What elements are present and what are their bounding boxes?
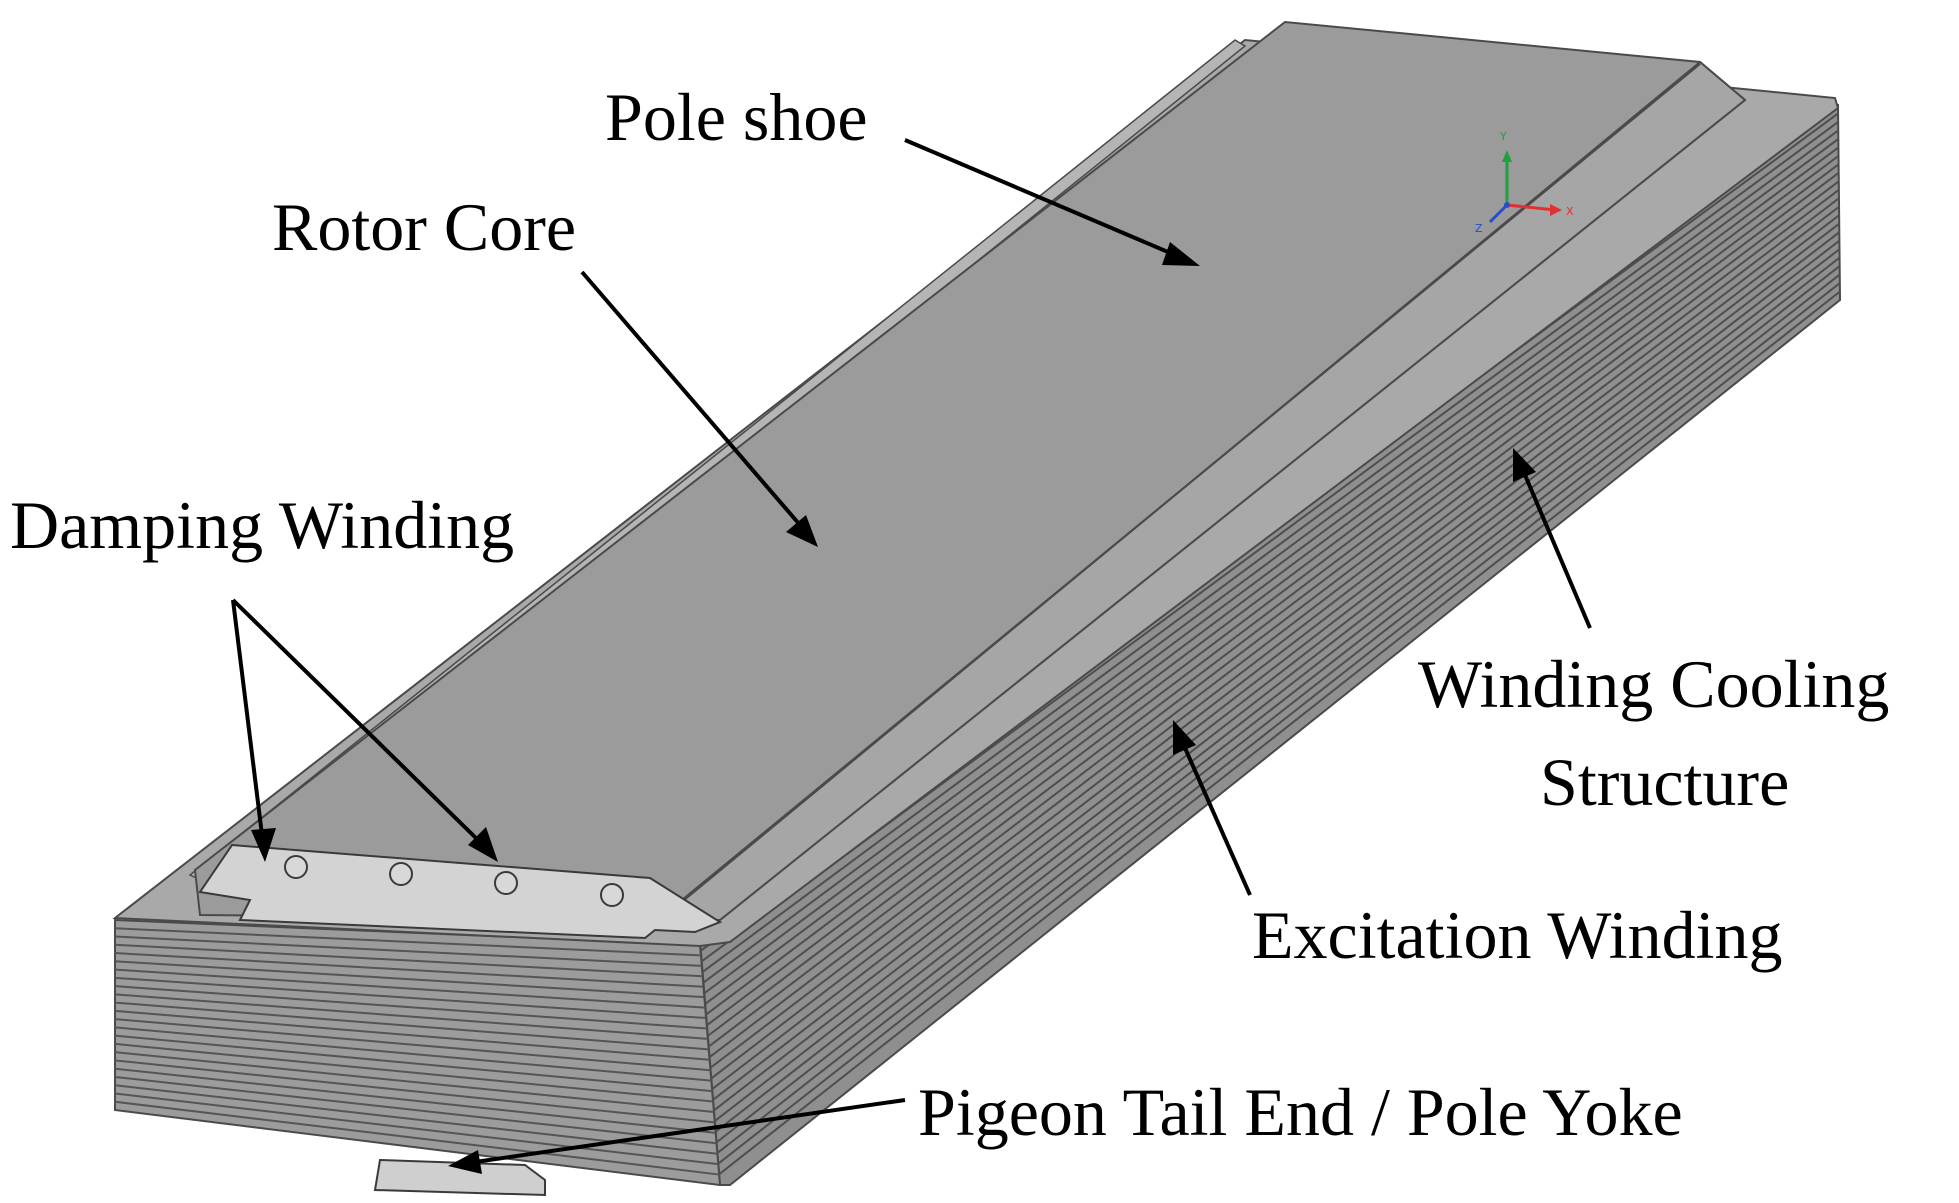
winding-lamination-line [714,248,1841,1122]
damping-bar-hole [494,871,518,895]
arrow-damping-2-head [468,827,498,862]
damping-bar-hole [600,883,624,907]
label-pigeon-tail: Pigeon Tail End / Pole Yoke [918,1074,1683,1150]
winding-lamination-line [702,129,1839,973]
arrow-damping-1 [231,599,264,836]
arrow-pole-shoe-head [1162,242,1200,266]
label-winding-cooling-line1: Winding Cooling [1418,646,1889,722]
winding-lamination-lines-front [114,927,720,1176]
winding-lamination-line [114,943,703,978]
arrow-winding-cooling [1523,474,1592,629]
axis-z-label: Z [1475,222,1483,235]
arrow-pole-shoe [904,138,1176,257]
winding-lamination-line [715,256,1841,1133]
winding-lamination-line [114,1018,711,1072]
callout-labels: Pole shoe Rotor Core Damping Winding Win… [10,79,1889,1150]
winding-lamination-line [711,222,1840,1090]
winding-lamination-line [114,1009,710,1061]
axis-origin [1504,202,1510,208]
axis-triad: Y X Z [1475,130,1574,235]
axis-x-line [1506,203,1556,212]
winding-lamination-line [708,197,1840,1058]
winding-lamination-line [710,214,1840,1080]
winding-lamination-line [713,239,1841,1112]
arrow-winding-cooling-head [1513,448,1536,482]
winding-lamination-line [114,976,707,1020]
winding-lamination-line [114,1051,715,1113]
damping-bar-hole [389,862,413,886]
winding-lamination-line [114,1042,714,1103]
winding-lamination-line [704,155,1840,1005]
winding-lamination-line [114,1067,716,1134]
callout-arrows [231,138,1592,1174]
winding-lamination-line [702,138,1839,984]
arrow-excitation-head [1173,720,1196,755]
label-winding-cooling-line2: Structure [1540,744,1789,820]
winding-lamination-line [708,188,1840,1048]
arrow-pigeon-tail-head [448,1150,482,1174]
winding-lamination-line [114,1092,719,1166]
arrow-rotor-core [580,270,802,527]
axis-z-line [1488,203,1509,224]
winding-lamination-line [114,927,701,957]
axis-x-label: X [1566,205,1574,218]
winding-lamination-line [712,231,1840,1101]
winding-lamination-line [114,993,708,1040]
winding-lamination-line [709,205,1840,1069]
arrow-rotor-core-head [786,515,818,547]
winding-lamination-line [718,290,1841,1176]
winding-lamination-line [705,163,1840,1016]
winding-lamination-line [114,968,706,1009]
rotor-pole-model: Y X Z [112,20,1842,1197]
winding-lamination-line [716,273,1841,1154]
damping-bar-hole [284,855,308,879]
arrow-excitation [1183,747,1252,896]
damping-bar-holes [284,855,624,907]
winding-lamination-line [707,180,1840,1037]
pigeon-tail-piece [373,1158,546,1197]
axis-x-arrowhead [1550,204,1562,216]
winding-lamination-line [114,1026,712,1082]
damping-winding-end-plate [198,843,723,940]
axis-y-arrowhead [1502,150,1512,162]
winding-lamination-line [114,985,708,1030]
arrow-pigeon-tail [474,1098,906,1164]
label-excitation-winding: Excitation Winding [1252,897,1783,973]
arrow-damping-2 [231,598,482,844]
winding-lamination-line [114,1100,720,1176]
axis-y-label: Y [1499,130,1507,143]
winding-lamination-line [114,1001,709,1051]
winding-lamination-line [706,172,1840,1027]
winding-lamination-line [703,146,1840,995]
label-rotor-core: Rotor Core [272,189,576,265]
winding-lamination-line [114,1059,715,1124]
winding-lamination-line [114,952,704,988]
winding-lamination-line [114,1075,717,1145]
winding-lamination-line [715,265,1841,1144]
winding-lamination-line [717,282,1841,1165]
winding-lamination-line [114,960,705,999]
label-damping-winding: Damping Winding [10,487,514,563]
winding-lamination-line [114,1034,713,1093]
winding-lamination-line [114,935,702,967]
label-pole-shoe: Pole shoe [605,79,868,155]
arrow-damping-1-head [251,828,276,862]
